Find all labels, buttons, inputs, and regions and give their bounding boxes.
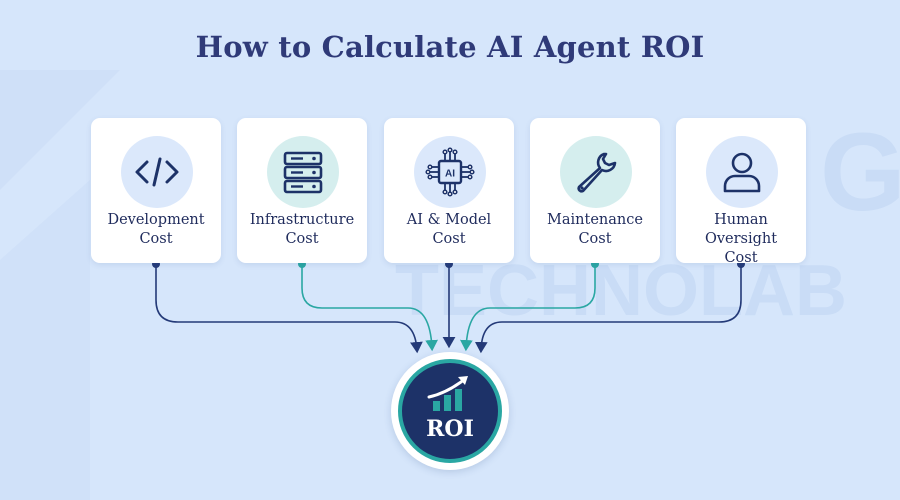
server-icon xyxy=(283,151,323,194)
wrench-icon xyxy=(577,152,617,193)
card-ai-model-cost: AI AI & Model Cost xyxy=(384,118,514,263)
code-icon xyxy=(135,157,179,187)
roi-inner-circle: ROI xyxy=(398,359,502,463)
growth-chart-icon xyxy=(427,376,468,411)
card-maintenance-cost: Maintenance Cost xyxy=(530,118,660,263)
watermark-letter: G xyxy=(820,111,900,234)
card-label-line2: Cost xyxy=(285,231,319,247)
connector-maintenance xyxy=(460,264,596,352)
card-human-oversight-cost: Human Oversight Cost xyxy=(676,118,806,266)
card-label-line2: Cost xyxy=(578,231,612,247)
roi-result-badge: ROI xyxy=(391,352,509,470)
card-label-line2: Cost xyxy=(139,231,173,247)
card-label: Infrastructure Cost xyxy=(237,211,367,249)
icon-badge xyxy=(706,136,778,208)
card-label: Development Cost xyxy=(91,211,221,249)
icon-badge: AI xyxy=(414,136,486,208)
page-title: How to Calculate AI Agent ROI xyxy=(195,30,705,64)
card-label: Maintenance Cost xyxy=(530,211,660,249)
card-label: Human Oversight Cost xyxy=(676,211,806,268)
icon-badge xyxy=(560,136,632,208)
connector-development xyxy=(155,264,423,354)
watermark-text: TECHNOLAB xyxy=(395,251,847,331)
card-label-line1: Development xyxy=(107,212,205,228)
card-label-line2: Cost xyxy=(432,231,466,247)
card-label-line1: AI & Model xyxy=(406,212,492,228)
connector-human-oversight xyxy=(474,264,742,354)
card-label-line1: Infrastructure xyxy=(249,212,355,228)
card-label: AI & Model Cost xyxy=(384,211,514,249)
card-development-cost: Development Cost xyxy=(91,118,221,263)
roi-label: ROI xyxy=(426,416,474,442)
icon-badge xyxy=(267,136,339,208)
card-label-line2: Cost xyxy=(724,250,758,266)
svg-text:AI: AI xyxy=(445,169,455,180)
connector-infrastructure xyxy=(301,264,438,352)
ai-chip-icon: AI xyxy=(425,147,475,197)
user-icon xyxy=(723,152,761,193)
card-label-line1: Human Oversight xyxy=(704,212,778,247)
card-infrastructure-cost: Infrastructure Cost xyxy=(237,118,367,263)
icon-badge xyxy=(121,136,193,208)
card-label-line1: Maintenance xyxy=(547,212,643,228)
